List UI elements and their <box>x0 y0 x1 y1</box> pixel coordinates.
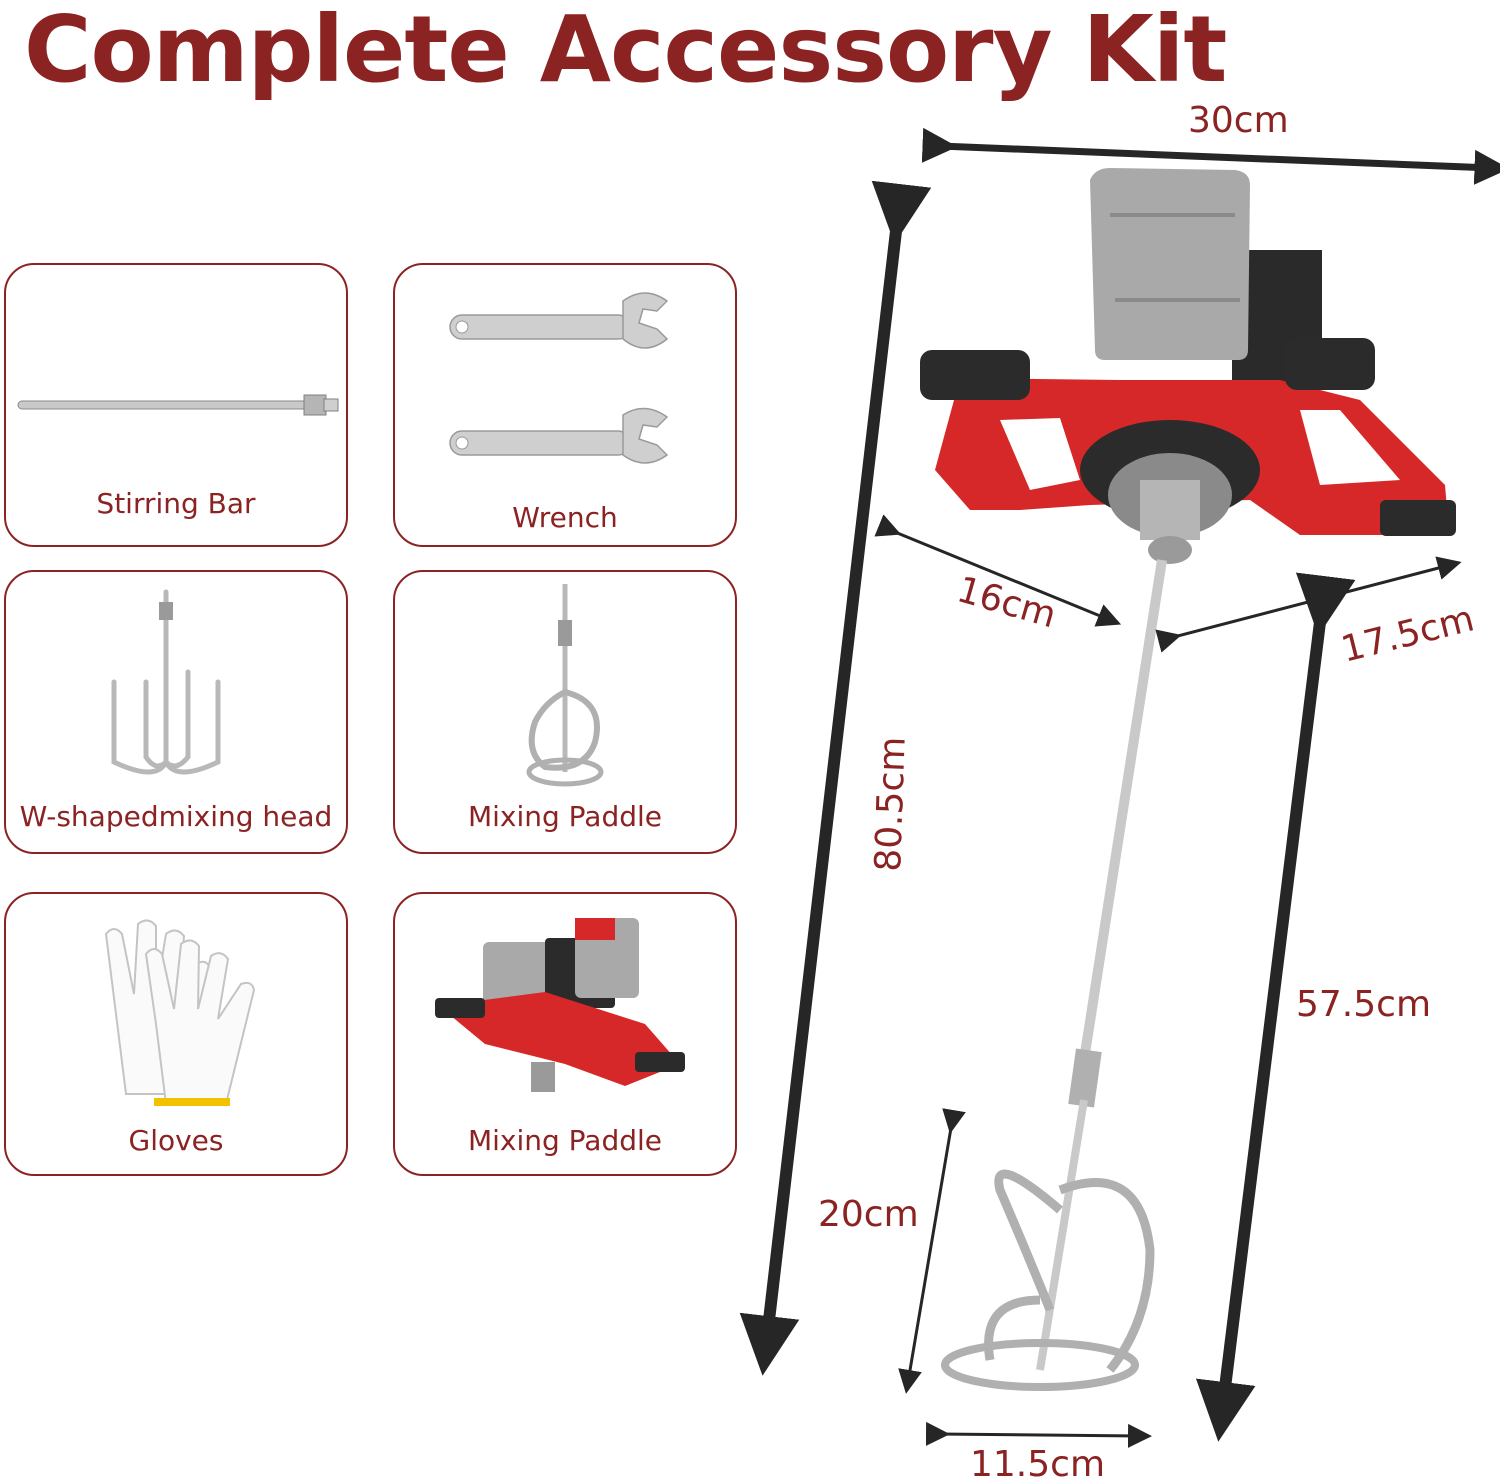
accessory-card-wrench: Wrench <box>393 263 737 547</box>
gloves-icon <box>104 919 256 1106</box>
accessory-card-stirring-bar: Stirring Bar <box>4 263 348 547</box>
dim-head-width-label: 17.5cm <box>1337 598 1478 670</box>
accessory-label: Stirring Bar <box>96 487 256 520</box>
dim-total-height-label: 80.5cm <box>868 736 914 872</box>
arrow-shaft-length <box>1195 572 1356 1442</box>
dim-shaft-length-label: 57.5cm <box>1296 984 1431 1025</box>
accessory-label: Gloves <box>128 1124 224 1157</box>
stirring-bar-icon <box>17 394 339 416</box>
dim-width-label: 30cm <box>1188 100 1289 141</box>
mixer-shaft <box>1079 559 1167 1061</box>
shaft-coupler <box>1068 1048 1102 1108</box>
accessory-label: Wrench <box>512 501 618 534</box>
accessory-card-w-mixing-head: W-shapedmixing head <box>4 570 348 854</box>
mixing-paddle-icon <box>526 584 604 787</box>
accessory-label: Mixing Paddle <box>467 1124 663 1157</box>
accessory-card-gloves: Gloves <box>4 892 348 1176</box>
arrow-head-depth <box>874 514 1122 627</box>
accessory-card-mixer-tool: Mixing Paddle <box>393 892 737 1176</box>
dim-head-depth-label: 16cm <box>953 569 1061 636</box>
mixer-drill <box>920 168 1456 564</box>
mixer-tool-icon <box>435 918 685 1092</box>
accessory-label: W-shapedmixing head <box>19 800 333 833</box>
accessory-card-mixing-paddle: Mixing Paddle <box>393 570 737 854</box>
dim-paddle-width-label: 11.5cm <box>970 1444 1105 1480</box>
arrow-total-height <box>739 180 932 1376</box>
w-mixing-head-icon <box>111 589 221 775</box>
mixer-paddle-head <box>941 1169 1155 1391</box>
arrow-width <box>921 127 1500 185</box>
page-title: Complete Accessory Kit <box>24 0 1227 103</box>
wrench-icon <box>449 292 669 464</box>
accessory-label: Mixing Paddle <box>467 800 663 833</box>
arrow-paddle-width <box>925 1421 1152 1448</box>
arrow-paddle-height <box>898 1108 966 1394</box>
dim-paddle-height-label: 20cm <box>818 1194 919 1235</box>
